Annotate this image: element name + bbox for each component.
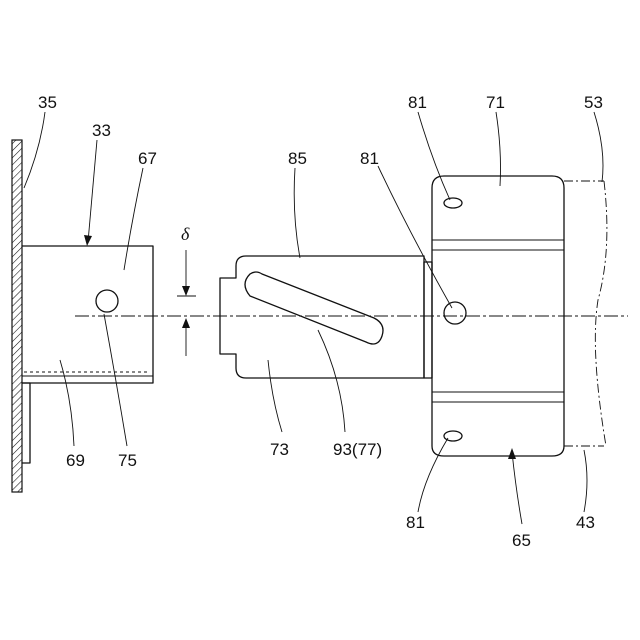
label-71: 71	[486, 93, 505, 112]
leader-lines	[24, 112, 603, 524]
label-43: 43	[576, 513, 595, 532]
wall-plate-35	[12, 140, 22, 492]
label-33: 33	[92, 121, 111, 140]
dimension-delta	[177, 250, 196, 356]
label-65: 65	[512, 531, 531, 550]
label-73: 73	[270, 440, 289, 459]
hole-75	[96, 290, 118, 312]
label-85: 85	[288, 149, 307, 168]
slot-93	[245, 272, 383, 344]
label-81-mid: 81	[360, 149, 379, 168]
label-93-77: 93(77)	[333, 440, 382, 459]
label-delta: δ	[181, 224, 190, 244]
slider-73	[220, 256, 432, 378]
hole-81-mid	[444, 302, 466, 324]
hole-81-top	[444, 198, 462, 208]
label-67: 67	[138, 149, 157, 168]
label-69: 69	[66, 451, 85, 470]
phantom-53	[564, 181, 607, 446]
label-81-bottom: 81	[406, 513, 425, 532]
label-81-top: 81	[408, 93, 427, 112]
label-75: 75	[118, 451, 137, 470]
label-53: 53	[584, 93, 603, 112]
labels: 35 33 67 85 81 71 53 81 δ 69 75 73 93(77…	[38, 93, 603, 550]
bracket-67	[22, 246, 153, 463]
label-35: 35	[38, 93, 57, 112]
